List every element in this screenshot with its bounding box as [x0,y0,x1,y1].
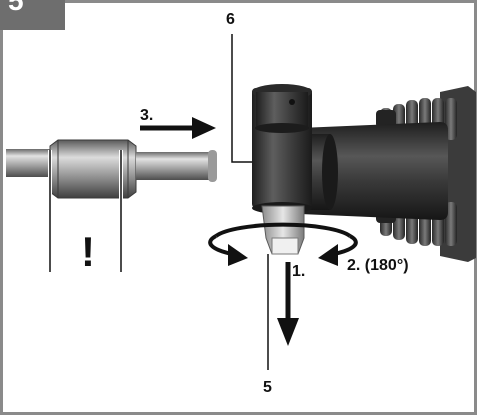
bit-shank [136,152,210,180]
callout-6-leader [231,34,252,163]
step-3-label: 3. [140,107,153,124]
step-1-label: 1. [292,263,305,280]
bit-shank-end [208,150,217,182]
callout-5-label: 5 [263,379,272,396]
head-pin-hole [289,99,295,105]
callout-6-label: 6 [226,11,235,28]
bit-hex-collar [49,139,137,199]
tool-body [296,86,476,262]
warning-exclamation-icon: ! [81,228,95,275]
upper-guide-bolt [376,110,396,128]
chisel-bit [6,139,217,272]
head-top-collar [256,92,308,128]
arrow-right-icon [140,117,216,139]
step-2-label: 2. (180°) [347,257,409,274]
figure-number-tab [0,0,65,30]
rotate-180-icon [208,222,358,266]
bit-shaft-left [6,149,56,177]
arrow-down-icon [277,262,299,346]
retainer-head [252,84,312,255]
tool-barrel [300,122,448,220]
figure-number: 5 [8,0,24,16]
